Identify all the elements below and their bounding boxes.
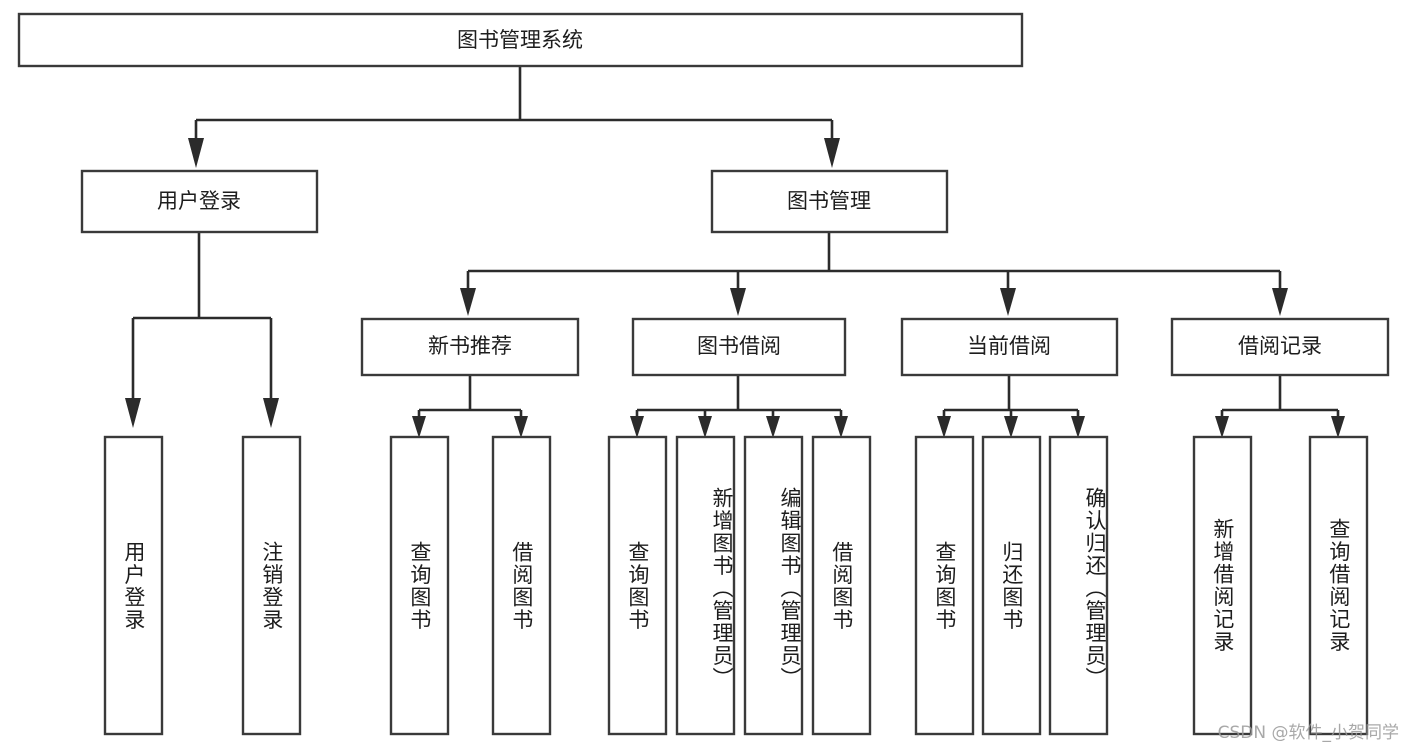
- node-leaf-add-book-box[interactable]: [675, 435, 736, 736]
- connector-group-book-borrow: [630, 375, 848, 438]
- node-book-management-box[interactable]: [710, 169, 949, 234]
- arrow-head-user-login: [188, 138, 204, 168]
- node-root-box[interactable]: [17, 12, 1024, 68]
- arrow-head-new-book-recommend: [460, 288, 476, 316]
- node-root-label: 图书管理系统: [457, 28, 583, 52]
- node-user-login-box[interactable]: [80, 169, 319, 234]
- arrow-head-leaf-query-book-1: [412, 416, 426, 438]
- arrow-head-leaf-query-book-3: [937, 416, 951, 438]
- connector-group-book-management: [460, 232, 1288, 316]
- node-book-borrow-label: 图书借阅: [697, 334, 781, 358]
- arrow-head-book-management: [824, 138, 840, 168]
- node-leaf-borrow-book-2-box[interactable]: [811, 435, 872, 736]
- arrow-head-leaf-query-book-2: [630, 416, 644, 438]
- arrow-head-leaf-add-book: [698, 416, 712, 438]
- arrow-head-leaf-confirm-return: [1071, 416, 1085, 438]
- node-borrow-record[interactable]: 借阅记录: [1170, 317, 1390, 377]
- node-borrow-record-box[interactable]: [1170, 317, 1390, 377]
- node-root[interactable]: 图书管理系统: [17, 12, 1024, 68]
- arrow-head-leaf-add-record: [1215, 416, 1229, 438]
- node-leaf-confirm-return-box[interactable]: [1048, 435, 1109, 736]
- node-book-borrow-box[interactable]: [631, 317, 847, 377]
- arrow-head-leaf-borrow-book-2: [834, 416, 848, 438]
- node-leaf-user-login-box[interactable]: [103, 435, 164, 736]
- node-book-management-label: 图书管理: [787, 189, 871, 213]
- node-leaf-borrow-book-1-box[interactable]: [491, 435, 552, 736]
- arrow-head-leaf-query-record: [1331, 416, 1345, 438]
- node-new-book-recommend-box[interactable]: [360, 317, 580, 377]
- connector-group-new-book-recommend: [412, 375, 528, 438]
- arrow-head-leaf-user-login: [125, 398, 141, 428]
- node-leaf-query-record-box[interactable]: [1308, 435, 1369, 736]
- arrow-head-leaf-return-book: [1004, 416, 1018, 438]
- node-new-book-recommend-label: 新书推荐: [428, 334, 512, 358]
- node-leaf-query-book-1-box[interactable]: [389, 435, 450, 736]
- connector-group-current-borrow: [937, 375, 1085, 438]
- node-user-login[interactable]: 用户登录: [80, 169, 319, 234]
- node-leaf-logout-login-box[interactable]: [241, 435, 302, 736]
- arrow-head-current-borrow: [1000, 288, 1016, 316]
- node-current-borrow[interactable]: 当前借阅: [900, 317, 1119, 377]
- node-book-borrow[interactable]: 图书借阅: [631, 317, 847, 377]
- node-user-login-label: 用户登录: [157, 189, 241, 213]
- connector-group-root: [188, 66, 840, 168]
- arrow-head-leaf-logout-login: [263, 398, 279, 428]
- node-leaf-query-book-3-box[interactable]: [914, 435, 975, 736]
- node-leaf-query-book-2-box[interactable]: [607, 435, 668, 736]
- node-borrow-record-label: 借阅记录: [1238, 334, 1322, 358]
- arrow-head-leaf-borrow-book-1: [514, 416, 528, 438]
- node-current-borrow-label: 当前借阅: [967, 334, 1051, 358]
- csdn-watermark: CSDN @软件_小贺同学: [1217, 723, 1399, 743]
- node-current-borrow-box[interactable]: [900, 317, 1119, 377]
- node-leaf-return-book-box[interactable]: [981, 435, 1042, 736]
- connector-group-borrow-record: [1215, 375, 1345, 438]
- arrow-head-leaf-edit-book: [766, 416, 780, 438]
- node-leaf-edit-book-box[interactable]: [743, 435, 804, 736]
- arrow-head-book-borrow: [730, 288, 746, 316]
- node-leaf-add-record-box[interactable]: [1192, 435, 1253, 736]
- node-book-management[interactable]: 图书管理: [710, 169, 949, 234]
- arrow-head-borrow-record: [1272, 288, 1288, 316]
- node-new-book-recommend[interactable]: 新书推荐: [360, 317, 580, 377]
- connector-group-user-login: [125, 232, 279, 428]
